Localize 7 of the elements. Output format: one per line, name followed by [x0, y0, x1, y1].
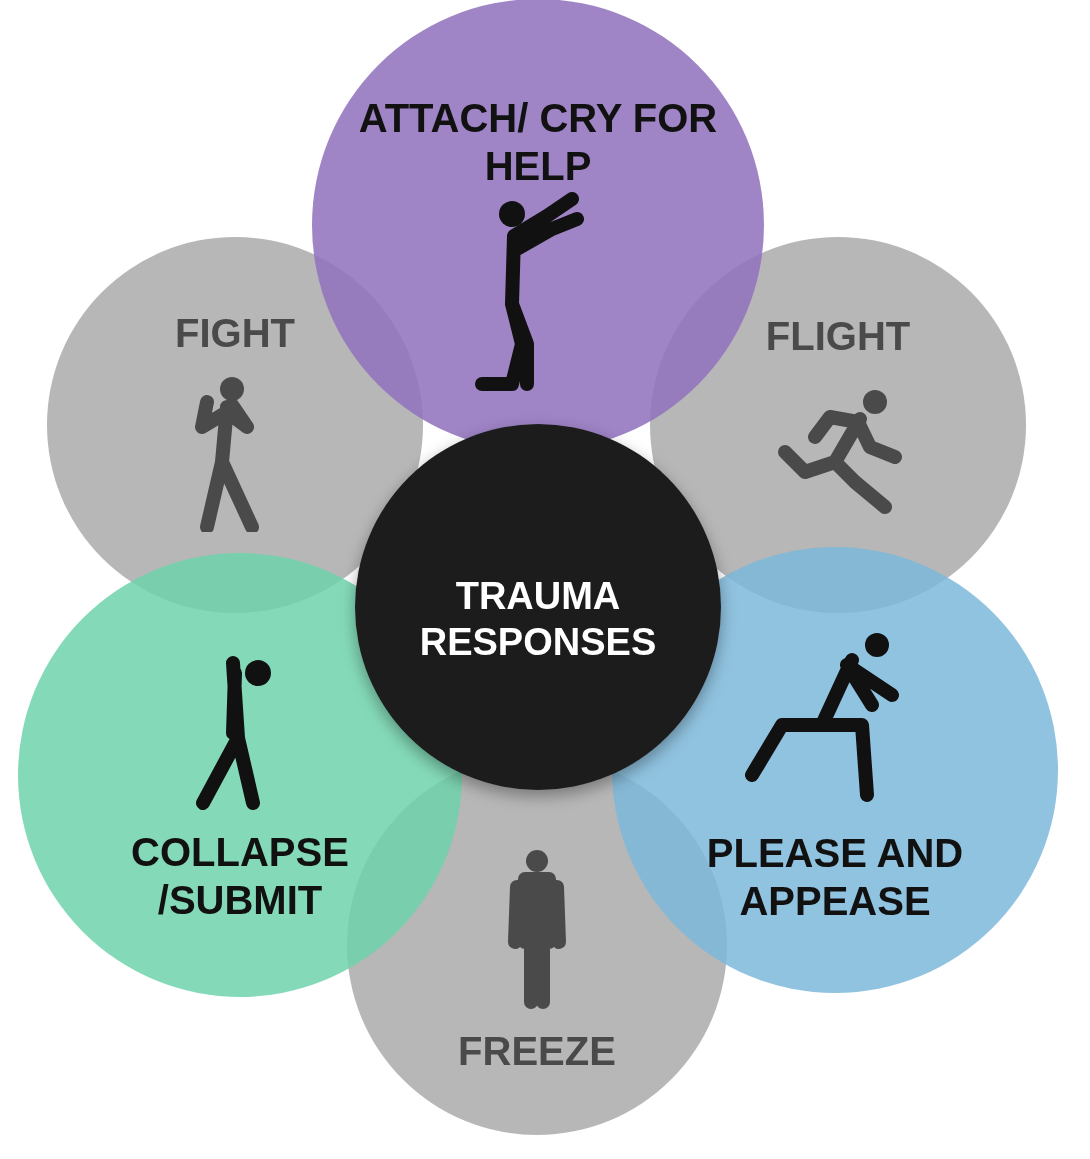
response-label: FIGHT — [174, 310, 296, 357]
response-label: FLIGHT — [764, 313, 912, 360]
response-label: TRAUMA RESPONSES — [418, 574, 658, 665]
response-label: FREEZE — [457, 1028, 617, 1075]
response-label: COLLAPSE /SUBMIT — [130, 829, 350, 924]
response-label: PLEASE AND APPEASE — [705, 830, 965, 925]
response-label: ATTACH/ CRY FOR HELP — [358, 95, 718, 190]
